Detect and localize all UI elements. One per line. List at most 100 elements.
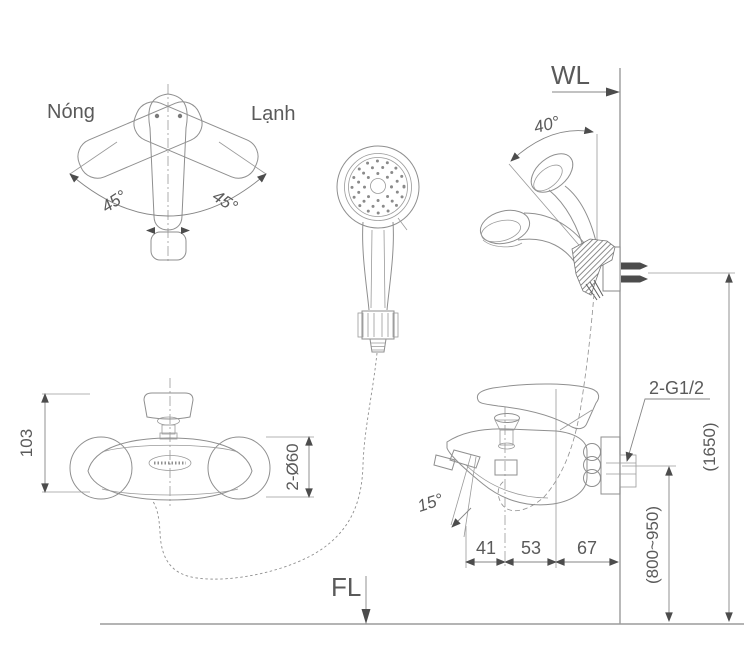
faucet-body-front xyxy=(87,437,253,501)
diverter-stem-front xyxy=(161,424,176,435)
diverter-stem-side xyxy=(499,429,514,446)
shower-faceplate xyxy=(348,157,408,217)
angle-45-left-text: 45° xyxy=(98,186,130,216)
hose-connector-nut xyxy=(361,310,395,340)
body-side-inner-curve xyxy=(465,464,549,499)
angle-15-text: 15° xyxy=(415,490,446,516)
holder-bracket-hatched xyxy=(571,238,616,296)
handle-lever-right xyxy=(133,101,259,179)
head-tick xyxy=(397,217,408,231)
reference-lines xyxy=(100,68,744,625)
horizontal-shower-faceplate xyxy=(481,219,521,243)
dim-faucet-height: 103 xyxy=(17,393,90,493)
angle-15-ray-left xyxy=(450,454,472,526)
dim-1650-text: (1650) xyxy=(700,422,719,471)
dim-install-height: (800~950) xyxy=(622,465,676,622)
inwall-pipe xyxy=(619,454,637,488)
escutcheon-right xyxy=(207,436,271,500)
mounting-screw-top-icon xyxy=(621,262,648,270)
connector-tip xyxy=(369,338,387,353)
connector-tab-left xyxy=(357,312,364,338)
brand-badge xyxy=(148,455,192,471)
shower-head-outer xyxy=(336,145,420,229)
shower-center-cap xyxy=(370,178,386,194)
handle-neck-front xyxy=(159,432,178,440)
body-inner-curve-top xyxy=(101,444,239,453)
shower-handle-inner-lines xyxy=(370,229,386,309)
spray-nozzle-ring-1 xyxy=(363,172,393,202)
dim-41-text: 41 xyxy=(476,538,496,558)
label-wl: WL xyxy=(551,60,590,90)
shower-head-ring xyxy=(344,153,412,221)
diverter-cone-side xyxy=(494,419,520,431)
dim-103-text: 103 xyxy=(17,429,36,457)
handle-base-cap xyxy=(150,231,187,261)
dim-hanger-height: (1650) xyxy=(648,272,735,622)
angle-40-arc xyxy=(510,126,594,162)
diverter-knob-side xyxy=(494,413,520,423)
body-inner-curve-bottom xyxy=(101,488,239,496)
faucet-front-view xyxy=(69,378,271,506)
rotate-arrow-left-icon xyxy=(146,227,155,234)
holder-tail-hatch xyxy=(585,279,604,301)
eccentric-joint-3 xyxy=(583,469,601,487)
dim-800-text: (800~950) xyxy=(643,506,662,584)
spray-nozzle-ring-3 xyxy=(350,159,406,215)
spout-side-upper xyxy=(449,449,481,469)
eccentric-joint-2 xyxy=(583,456,601,474)
swing-fan-edge-left xyxy=(69,141,118,175)
horizontal-shower-head xyxy=(479,209,531,245)
dim-chain-bottom: 41 53 67 xyxy=(465,538,619,566)
diverter-knob-front xyxy=(157,416,180,426)
angle-15-annotation: 15° xyxy=(415,454,477,538)
handle-swing-diagram: Nóng Lạnh 45° 45° xyxy=(47,84,296,262)
dim-67-text: 67 xyxy=(577,538,597,558)
connector-tip-ridges xyxy=(371,342,385,351)
fl-arrow-icon xyxy=(361,609,371,624)
pipe-center-lines xyxy=(606,462,636,475)
dim-2d60-text: 2-Ø60 xyxy=(283,443,302,490)
hose-outlet-side xyxy=(494,459,518,476)
lever-mount-line xyxy=(559,409,593,431)
connector-ribs xyxy=(367,313,389,337)
lever-side xyxy=(476,383,600,430)
shower-holder-side xyxy=(571,238,648,301)
angle-15-ray-right xyxy=(463,456,477,538)
wl-arrow-icon xyxy=(606,87,620,97)
handshower-front-view xyxy=(336,145,420,353)
handle-body-front xyxy=(148,93,188,231)
rotate-arrow-right-icon xyxy=(181,227,190,234)
label-cold: Lạnh xyxy=(251,103,296,125)
escutcheon-left xyxy=(69,436,133,500)
tilted-shower-head xyxy=(530,153,574,193)
dim-53-text: 53 xyxy=(521,538,541,558)
angle-15-arrow xyxy=(451,507,472,528)
handle-dot-left xyxy=(154,113,160,119)
hose-front xyxy=(151,352,378,580)
leader-thread: 2-G1/2 xyxy=(625,378,710,462)
hose-side xyxy=(497,293,595,511)
tilted-shower-faceplate xyxy=(533,164,563,192)
swing-arc xyxy=(69,173,267,217)
connector-tab-right xyxy=(392,312,399,338)
label-fl: FL xyxy=(331,572,361,602)
label-hot: Nóng xyxy=(47,101,95,123)
fl-marker: FL xyxy=(331,572,371,624)
faucet-body-side xyxy=(446,428,588,506)
handle-lever-left xyxy=(77,101,203,179)
spout-side-tip xyxy=(433,454,456,471)
mounting-screw-bottom-icon xyxy=(621,275,648,283)
angle-45-right-text: 45° xyxy=(209,186,241,216)
eccentric-joint-1 xyxy=(583,443,601,461)
horizontal-shower-rim xyxy=(482,239,523,248)
wall-flange-side xyxy=(600,436,621,495)
wl-marker: WL xyxy=(551,60,620,97)
handle-dot-right xyxy=(177,113,183,119)
swing-fan-edge-right xyxy=(218,141,267,175)
leader-2g12-line xyxy=(625,398,710,462)
diverter-base-side xyxy=(498,442,515,450)
handle-cap-front xyxy=(143,392,194,420)
dim-escutcheon: 2-Ø60 xyxy=(266,436,314,498)
shower-handle-front xyxy=(362,221,394,311)
